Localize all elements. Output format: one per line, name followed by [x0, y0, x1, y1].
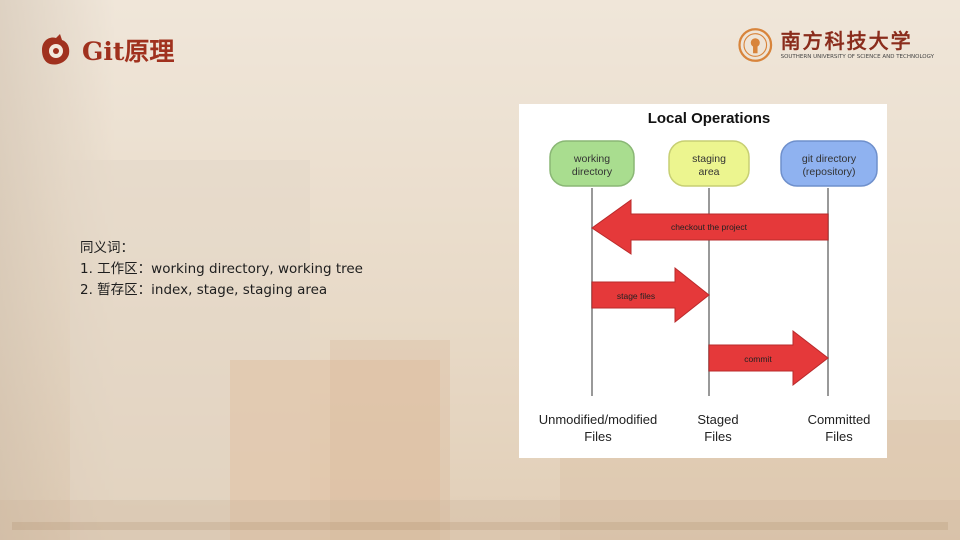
svg-text:staging: staging	[692, 153, 726, 165]
caption-staged: Staged Files	[697, 412, 738, 444]
svg-text:(repository): (repository)	[802, 166, 855, 178]
svg-text:Staged: Staged	[697, 412, 738, 427]
local-operations-diagram: Local Operations working directory stagi…	[519, 104, 887, 458]
university-seal-icon	[738, 28, 773, 62]
bottom-strip	[12, 522, 948, 530]
synonym-text: 同义词： 1. 工作区：working directory, working t…	[80, 238, 363, 301]
arrow-checkout: checkout the project	[591, 199, 829, 255]
svg-text:Unmodified/modified: Unmodified/modified	[539, 412, 658, 427]
text-line: 2. 暂存区：index, stage, staging area	[80, 282, 328, 298]
svg-text:Files: Files	[704, 429, 732, 444]
node-working-directory: working directory	[549, 140, 635, 187]
caption-committed: Committed Files	[808, 412, 871, 444]
svg-text:commit: commit	[744, 354, 772, 364]
university-logo: 南方科技大学 SOUTHERN UNIVERSITY OF SCIENCE AN…	[738, 20, 934, 70]
slide-header: Git原理	[36, 30, 174, 70]
text-line: 同义词：	[80, 240, 134, 256]
text-line: 1. 工作区：working directory, working tree	[80, 261, 363, 277]
diagram-title: Local Operations	[648, 110, 771, 127]
svg-text:directory: directory	[572, 166, 613, 178]
svg-text:stage files: stage files	[617, 291, 655, 301]
svg-text:Files: Files	[825, 429, 853, 444]
university-name-cn: 南方科技大学	[780, 29, 913, 53]
arrow-stage-files: stage files	[591, 266, 710, 324]
svg-text:Files: Files	[584, 429, 612, 444]
node-staging-area: staging area	[668, 140, 750, 187]
svg-text:checkout the project: checkout the project	[671, 222, 748, 232]
university-name-en: SOUTHERN UNIVERSITY OF SCIENCE AND TECHN…	[780, 54, 934, 60]
svg-text:git directory: git directory	[802, 153, 857, 165]
arrow-commit: commit	[708, 329, 829, 387]
svg-text:working: working	[573, 153, 610, 165]
slide-title: Git原理	[82, 37, 175, 66]
git-cat-logo-icon	[42, 34, 70, 65]
svg-text:Committed: Committed	[808, 412, 871, 427]
node-git-directory: git directory (repository)	[780, 140, 878, 187]
svg-text:area: area	[698, 166, 719, 178]
caption-working: Unmodified/modified Files	[539, 412, 658, 444]
